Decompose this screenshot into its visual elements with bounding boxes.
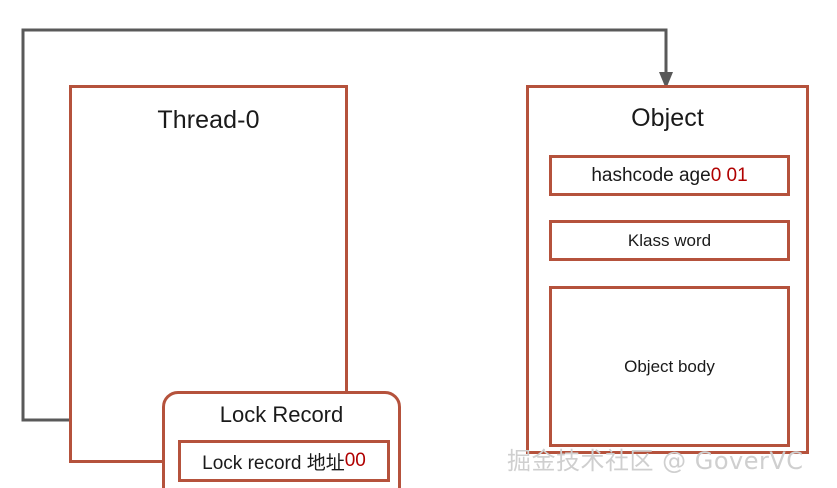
mark-word-value: 0 01 (710, 164, 748, 186)
mark-word-row: hashcode age 0 01 (549, 155, 790, 196)
thread-container: Thread-0 Lock Record Lock record 地址 00 O… (69, 85, 401, 488)
object-body-row: Object body (549, 286, 790, 447)
lock-record-address-row: Lock record 地址 00 (178, 440, 390, 482)
mark-word-label: hashcode age (591, 164, 711, 186)
lock-record-group: Lock Record Lock record 地址 00 Object ref… (162, 391, 401, 488)
lock-record-title: Lock Record (219, 402, 344, 427)
object-container: Object hashcode age 0 01 Klass word Obje… (526, 85, 809, 454)
klass-word-label: Klass word (627, 230, 712, 250)
object-title: Object (631, 104, 704, 132)
klass-word-row: Klass word (549, 220, 790, 261)
object-body-label: Object body (624, 356, 715, 376)
lock-record-address-label: Lock record 地址 (202, 452, 345, 474)
lock-record-address-value: 00 (344, 450, 366, 471)
thread-title: Thread-0 (157, 106, 260, 134)
watermark: 掘金技术社区 @ GoverVC (507, 447, 804, 475)
